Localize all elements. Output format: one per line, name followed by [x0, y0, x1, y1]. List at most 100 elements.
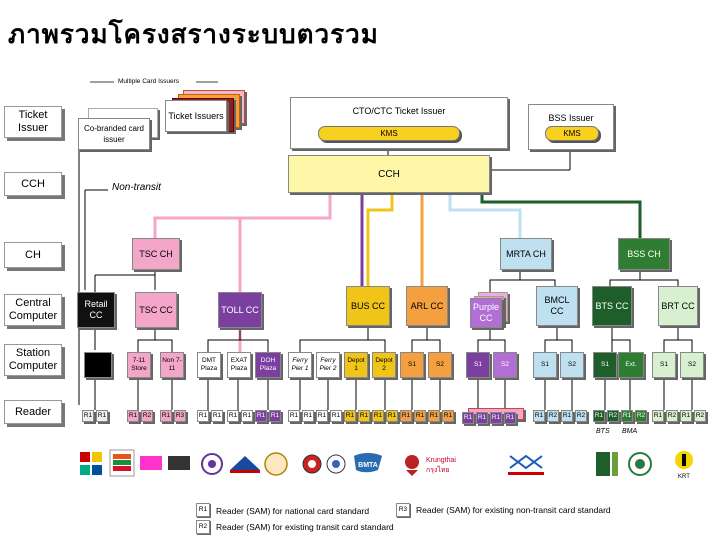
reader-r1: R1: [288, 410, 300, 422]
page-title: ภาพรวมโครงสรางระบบตวรวม: [8, 20, 379, 50]
reader-r1: R1: [386, 410, 398, 422]
station-bts-ext: Ext.: [618, 352, 644, 378]
harbour-logo: [326, 454, 346, 474]
reader-r1: R1: [344, 410, 356, 422]
mrta-ch: MRTA CH: [500, 238, 552, 270]
station-depot-2: Depot 2: [372, 352, 396, 378]
bss-issuer-title: BSS Issuer: [548, 113, 594, 123]
station-bmcl-s2: S2: [560, 352, 584, 378]
reader-r1: R1: [680, 410, 692, 422]
reader-r1: R1: [476, 412, 488, 424]
tsc-logos: [140, 456, 190, 470]
station-purple-s1: S1: [466, 352, 490, 378]
bmta-logo: BMTA: [354, 453, 382, 473]
reader-r1: R1: [621, 410, 633, 422]
logos-row: BMTA Krungthai กรุงไทย KRT: [80, 449, 693, 480]
reader-r1: R1: [504, 412, 516, 424]
reader-r1: R1: [442, 410, 454, 422]
reader-r1: R1: [255, 410, 267, 422]
station-non-7-11: Non 7-11: [160, 352, 184, 378]
reader-r1: R1: [127, 410, 139, 422]
mrt-logo: [508, 454, 544, 475]
seven-eleven-logo: [109, 449, 135, 477]
row-label-cch: CCH: [4, 172, 62, 196]
reader-r1: R1: [227, 410, 239, 422]
bss-kms: KMS: [545, 126, 599, 141]
reader-r2: R2: [694, 410, 706, 422]
reader-r1: R1: [302, 410, 314, 422]
bts-cc: BTS CC: [592, 286, 632, 326]
cto-ctc-issuer-box: CTO/CTC Ticket Issuer: [290, 97, 508, 149]
co-branded-card-issuer: Co-branded card issuer: [78, 118, 150, 150]
bmcl-cc: BMCL CC: [536, 286, 578, 326]
reader-r1: R1: [490, 412, 502, 424]
retail-station: [84, 352, 112, 378]
reader-r1: R1: [561, 410, 573, 422]
reader-r2: R2: [607, 410, 619, 422]
legend-r1-text: Reader (SAM) for national card standard: [216, 506, 370, 516]
legend-r1-key: R1: [196, 503, 210, 517]
reader-r1: R1: [533, 410, 545, 422]
bma-logo: [628, 452, 652, 476]
tsc-ch: TSC CH: [132, 238, 180, 270]
reader-r1: R1: [160, 410, 172, 422]
legend-r2-key: R2: [196, 520, 210, 534]
bmta-logo-text: BMTA: [358, 462, 378, 469]
station-brt-s2: S2: [680, 352, 704, 378]
reader-r2: R2: [547, 410, 559, 422]
reader-r1: R1: [358, 410, 370, 422]
doh-logo: [264, 452, 288, 476]
legend-r3-key: R3: [396, 503, 410, 517]
reader-r1: R1: [428, 410, 440, 422]
dmt-logo: [201, 453, 223, 475]
row-label-central-computer: Central Computer: [4, 294, 62, 326]
row-label-reader: Reader: [4, 400, 62, 424]
exat-logo: [230, 456, 260, 473]
krungthai-logo: Krungthai กรุงไทย: [426, 457, 456, 474]
station-exat: EXAT Plaza: [227, 352, 251, 378]
legend-r2-text: Reader (SAM) for existing transit card s…: [216, 522, 394, 532]
reader-r1: R1: [82, 410, 94, 422]
station-ferry-1: Ferry Pier 1: [288, 352, 312, 378]
reader-r1: R1: [96, 410, 108, 422]
legend-r3-text: Reader (SAM) for existing non-transit ca…: [416, 505, 611, 515]
krt-logo-text: KRT: [678, 474, 690, 480]
station-dmt: DMT Plaza: [197, 352, 221, 378]
non-transit-label: Non-transit: [112, 182, 161, 193]
row-label-ch: CH: [4, 242, 62, 268]
cch-box: CCH: [288, 155, 490, 193]
operator-bma-label: BMA: [622, 428, 638, 435]
krungthai-logo-text: Krungthai: [426, 457, 456, 464]
station-bts-s1: S1: [593, 352, 617, 378]
station-brt-s1: S1: [652, 352, 676, 378]
reader-r1: R1: [400, 410, 412, 422]
bus-cc: BUS CC: [346, 286, 390, 326]
station-arl-s1: S1: [400, 352, 424, 378]
bts-logo: [596, 452, 618, 476]
row-label-station-computer: Station Computer: [4, 344, 62, 376]
reader-r1: R1: [211, 410, 223, 422]
reader-r1: R1: [316, 410, 328, 422]
krt-logo: KRT: [675, 451, 693, 480]
station-arl-s2: S2: [428, 352, 452, 378]
multiple-card-issuers-label: Multiple Card Issuers: [118, 78, 180, 85]
brt-cc: BRT CC: [658, 286, 698, 326]
purple-cc: Purple CC: [470, 298, 502, 328]
krungthai-logo-subtext: กรุงไทย: [426, 465, 450, 474]
station-bmcl-s1: S1: [533, 352, 557, 378]
reader-r1: R1: [593, 410, 605, 422]
ferry-logo: [302, 454, 322, 474]
tsc-cc: TSC CC: [135, 292, 177, 328]
station-depot-1: Depot 1: [344, 352, 368, 378]
station-purple-s2: S2: [493, 352, 517, 378]
reader-r1: R1: [372, 410, 384, 422]
row-label-ticket-issuer: Ticket Issuer: [4, 106, 62, 138]
retail-cc: Retail CC: [77, 292, 115, 328]
reader-r2: R2: [575, 410, 587, 422]
operator-bts-label: BTS: [596, 428, 610, 435]
reader-r1: R1: [414, 410, 426, 422]
reader-r1: R1: [462, 412, 474, 424]
reader-r1: R1: [330, 410, 342, 422]
reader-r1: R1: [241, 410, 253, 422]
reader-r1: R1: [269, 410, 281, 422]
